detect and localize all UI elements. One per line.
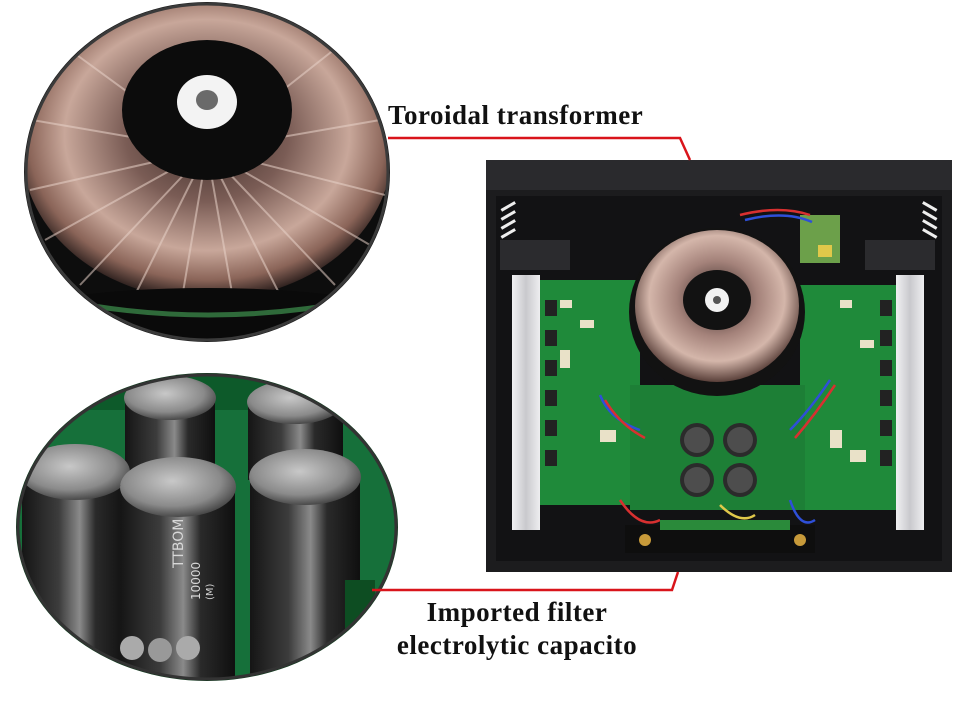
left-heatsink bbox=[512, 275, 540, 530]
toroid-closeup bbox=[24, 2, 390, 342]
vent-slots bbox=[500, 201, 938, 239]
left-fan bbox=[500, 240, 570, 270]
toroid-label: Toroidal transformer bbox=[388, 100, 644, 130]
toroid-in-chassis bbox=[629, 228, 805, 396]
right-heatsink bbox=[896, 275, 924, 530]
capacitor-brand-text: TTBOM bbox=[171, 519, 187, 569]
filter-capacitors bbox=[680, 423, 757, 497]
capacitor-closeup: TTBOM 10000 (M) bbox=[16, 373, 398, 681]
power-supply-board bbox=[630, 385, 805, 510]
capacitor-label-line1: Imported filter bbox=[426, 597, 608, 627]
right-fan bbox=[865, 240, 935, 270]
capacitor-value-text: 10000 bbox=[189, 562, 203, 600]
amplifier-internal-view bbox=[486, 160, 952, 572]
capacitor-leader-line bbox=[372, 571, 680, 592]
capacitor-tolerance-text: (M) bbox=[205, 583, 216, 600]
capacitor-label: Imported filter electrolytic capacito bbox=[382, 596, 652, 662]
capacitor-label-line2: electrolytic capacito bbox=[396, 630, 638, 660]
toroid-leader-line bbox=[388, 136, 692, 161]
